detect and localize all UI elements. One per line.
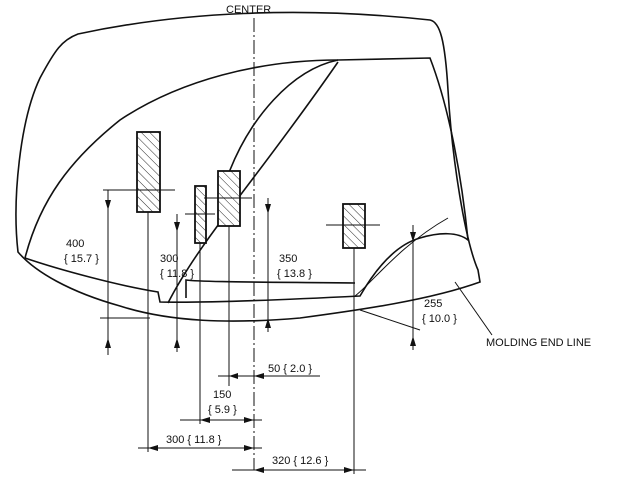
dim-300-vertical: 300 { 11.8 } [160,214,194,352]
dim-320-value: 320 { 12.6 } [272,455,329,467]
molding-end-line-label: MOLDING END LINE [486,337,591,349]
dim-350-value: 350 [279,253,297,265]
dim-150: 150 { 5.9 } [180,389,262,423]
dim-300-value: 300 [160,253,178,265]
windshield-outline [15,11,481,322]
dim-350: 350 { 13.8 } [265,198,312,332]
glass-inner-border [24,57,469,303]
dim-300-horizontal: 300 { 11.8 } [138,434,262,451]
pad-left-upper-hatch [137,132,160,212]
dim-255: 255 { 10.0 } [359,225,457,350]
dim-150-value: 150 [213,389,231,401]
dim-400-inch: { 15.7 } [64,253,99,265]
glass-upper-curve [24,59,339,259]
dim-150-inch: { 5.9 } [208,404,237,416]
molding-leader [454,281,493,336]
pad-right-hatch [343,204,365,248]
molding-edge [354,217,449,297]
dim-300-inch: { 11.8 } [160,268,194,280]
glass-cut-line [185,279,356,298]
dim-50-value: 50 { 2.0 } [268,363,312,375]
wiper-curve [167,61,339,304]
dim-300h-value: 300 { 11.8 } [166,434,222,446]
dim-255-inch: { 10.0 } [422,313,457,325]
dim-255-value: 255 [424,298,442,310]
dim-400: 400 { 15.7 } [64,189,150,355]
dim-320: 320 { 12.6 } [232,455,366,473]
dim-400-value: 400 [66,238,84,250]
dim-50: 50 { 2.0 } [218,363,320,379]
dim-350-inch: { 13.8 } [277,268,312,280]
center-label: CENTER [226,4,271,16]
